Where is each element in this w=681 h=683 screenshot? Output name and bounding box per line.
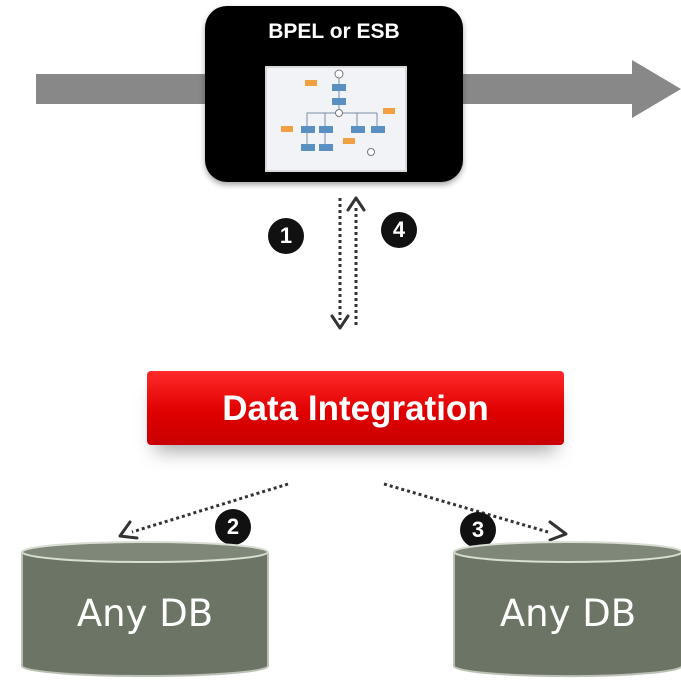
step-badge-2: 2 xyxy=(215,509,251,545)
step-badge-3: 3 xyxy=(460,512,496,548)
bpel-esb-box: BPEL or ESB xyxy=(205,6,463,182)
step-badge-4: 4 xyxy=(381,212,417,248)
database-right xyxy=(453,541,681,678)
step-badge-1: 1 xyxy=(268,218,304,254)
data-integration-label: Data Integration xyxy=(222,389,489,428)
bpel-esb-title: BPEL or ESB xyxy=(268,20,400,43)
database-label-right: Any DB xyxy=(499,592,637,635)
database-label-left: Any DB xyxy=(76,592,214,635)
process-diagram-thumbnail xyxy=(265,66,407,172)
data-integration-box: Data Integration xyxy=(147,371,564,445)
database-left xyxy=(21,541,269,677)
